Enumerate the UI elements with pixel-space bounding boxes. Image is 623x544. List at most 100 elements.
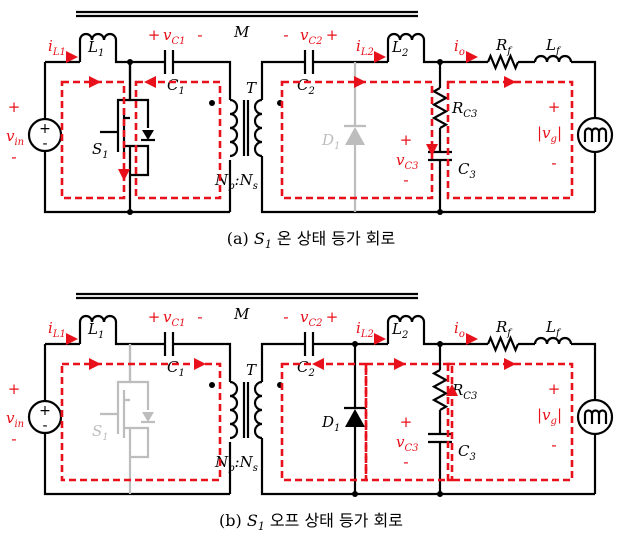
il1-label: iL1 (48, 37, 66, 58)
vc3-minus: - (403, 171, 408, 189)
s1-label: S1 (92, 140, 109, 161)
l2-coil (386, 314, 426, 323)
rf-label: Rf (495, 36, 513, 57)
vc1-label: vC1 (163, 26, 186, 47)
loop-arrow (354, 76, 366, 88)
vc1-label: vC1 (163, 308, 186, 329)
vin-source-plus: + (39, 403, 51, 419)
bottom-right-wire (260, 438, 595, 496)
lf-coil (533, 336, 573, 345)
transformer-secondary (253, 98, 263, 158)
loop-input-primary (60, 362, 222, 482)
l1-coil (78, 32, 118, 41)
bottom-left-wire (43, 432, 230, 496)
s1-diode-top (128, 344, 150, 410)
il2-arrow (374, 333, 386, 345)
l2-label: L2 (391, 320, 408, 341)
bottom-right-wire (260, 156, 595, 214)
s1-diode-top (128, 62, 150, 128)
il2-label: iL2 (356, 319, 374, 340)
vc3-minus: - (403, 453, 408, 471)
vg-minus: - (551, 436, 556, 454)
vin-source-minus: - (42, 418, 47, 434)
turns-ratio-label: Np:Ns (214, 171, 258, 192)
s1-channel (116, 390, 126, 438)
vc2-label: vC2 (300, 26, 323, 47)
io-arrow (466, 51, 478, 63)
transformer-secondary (253, 380, 263, 440)
l1-leads (78, 322, 165, 346)
vc2-plus: + (326, 26, 339, 44)
vc2-plus: + (326, 308, 339, 326)
loop-arrow (89, 358, 101, 370)
vin-source-minus: - (42, 136, 47, 152)
rf-resistor (486, 335, 520, 353)
transformer-label: T (246, 361, 257, 379)
grid-top (571, 342, 597, 400)
rf-resistor (486, 53, 520, 71)
switch-s1 (100, 344, 155, 494)
current-loops (60, 358, 574, 482)
loop-c1-primary (134, 80, 222, 200)
polarity-dot-primary (209, 100, 215, 106)
loop-arrow (144, 76, 156, 88)
c3-label: C3 (458, 160, 476, 181)
loop-arrow (89, 76, 101, 88)
l1-leads (78, 40, 165, 64)
junction-dot (127, 209, 133, 215)
secondary-top (260, 342, 305, 382)
vc1-minus: - (197, 308, 202, 326)
s1-source (124, 116, 150, 212)
vin-plus: + (8, 380, 21, 398)
vc1-plus: + (148, 26, 161, 44)
lf-label: Lf (545, 318, 562, 339)
s1-drain (116, 344, 132, 394)
rf-label: Rf (495, 318, 513, 339)
vin-minus: - (11, 430, 16, 448)
d1-label: D1 (321, 413, 340, 434)
vin-label: vin (6, 127, 24, 148)
c2-label: C2 (297, 76, 315, 97)
polarity-dot-primary (209, 382, 215, 388)
loop-arrow (504, 358, 516, 370)
loop-arrow (504, 76, 516, 88)
vc3-plus: + (400, 131, 413, 149)
diode-d1 (344, 344, 366, 494)
c1-label: C1 (167, 76, 185, 97)
vin-source-plus: + (39, 121, 51, 137)
loop-input-switch (60, 80, 126, 200)
diode-d1 (344, 62, 366, 212)
vg-plus: + (548, 380, 561, 398)
grid-symbol (583, 409, 608, 424)
l1-label: L1 (87, 320, 104, 341)
junction-dot (127, 59, 133, 65)
vc3-plus: + (400, 413, 413, 431)
lf-label: Lf (545, 36, 562, 57)
loop-output (446, 362, 574, 482)
l2-coil (386, 32, 426, 41)
vin-label: vin (6, 409, 24, 430)
rc3-resistor (431, 87, 449, 129)
vin-minus: - (11, 148, 16, 166)
s1-body-diode (142, 130, 154, 140)
grid-symbol (583, 127, 608, 142)
loop-arrow (394, 358, 406, 370)
il1-arrow (66, 333, 78, 345)
il1-arrow (66, 51, 78, 63)
rc3-resistor (431, 369, 449, 411)
c1-to-primary (173, 342, 232, 382)
secondary-top (260, 60, 305, 100)
s1-label: S1 (92, 422, 109, 443)
coupling-label-m: M (233, 305, 250, 323)
vg-minus: - (551, 154, 556, 172)
vg-label: |vg| (537, 406, 562, 427)
vc2-minus: - (283, 26, 288, 44)
coupling-label-m: M (233, 23, 250, 41)
vg-label: |vg| (537, 124, 562, 145)
l1-label: L1 (87, 38, 104, 59)
bottom-left-wire (43, 150, 230, 214)
s1-body-diode (142, 412, 154, 422)
vc1-minus: - (197, 26, 202, 44)
junction-dot (352, 341, 358, 347)
